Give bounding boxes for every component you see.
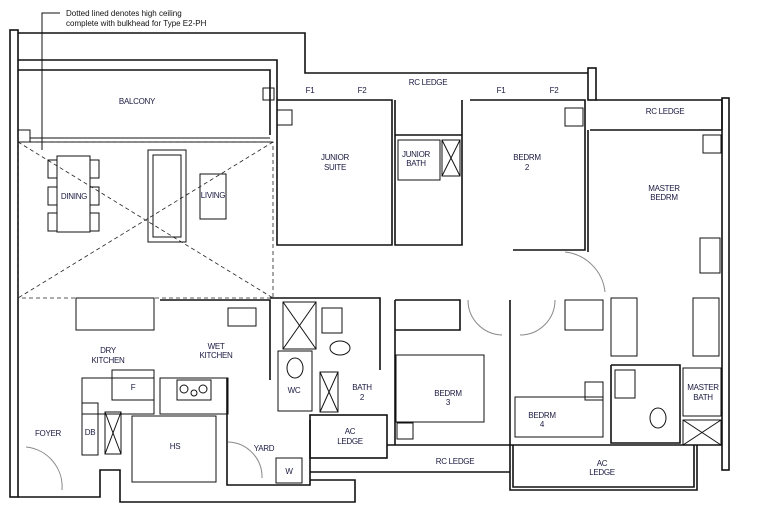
window-f1-a: F1: [306, 86, 316, 95]
balcony-label: BALCONY: [119, 97, 156, 106]
bedrm4-label-2: 4: [540, 420, 545, 429]
wet-kitchen-label-2: KITCHEN: [199, 351, 233, 360]
note-text-line2: complete with bulkhead for Type E2-PH: [66, 19, 207, 28]
master-bath-label-2: BATH: [693, 393, 713, 402]
note-text-line1: Dotted lined denotes high ceiling: [66, 9, 182, 18]
master-bedrm-label-1: MASTER: [648, 184, 680, 193]
dining-label: DINING: [61, 192, 87, 201]
foyer-label: FOYER: [35, 429, 62, 438]
yard-label: YARD: [254, 444, 275, 453]
bath2-label-2: 2: [360, 393, 365, 402]
bath2-label-1: BATH: [352, 383, 372, 392]
window-f1-b: F1: [497, 86, 507, 95]
washer-label: W: [285, 467, 293, 476]
dry-kitchen-label-1: DRY: [100, 346, 117, 355]
ac-ledge-right-label-2: LEDGE: [589, 468, 615, 477]
window-f2-b: F2: [550, 86, 560, 95]
wet-kitchen-label-1: WET: [208, 342, 225, 351]
junior-suite-label-1: JUNIOR: [321, 153, 350, 162]
hs-label: HS: [170, 442, 181, 451]
dry-kitchen-label-2: KITCHEN: [91, 356, 125, 365]
fridge-label: F: [131, 383, 136, 392]
db-label: DB: [85, 428, 96, 437]
window-f2-a: F2: [358, 86, 368, 95]
rc-ledge-bottom-label: RC LEDGE: [436, 457, 475, 466]
ac-ledge-left-label-1: AC: [345, 427, 356, 436]
wc-label: WC: [288, 386, 301, 395]
bedrm3-label-1: BEDRM: [434, 389, 462, 398]
bedrm4-label-1: BEDRM: [528, 411, 556, 420]
living-label: LIVING: [201, 191, 226, 200]
junior-bath-label-1: JUNIOR: [402, 150, 431, 159]
rc-ledge-top-label: RC LEDGE: [409, 78, 448, 87]
walls: [9, 29, 730, 503]
junior-bath-label-2: BATH: [406, 159, 426, 168]
rc-ledge-right-label: RC LEDGE: [646, 107, 685, 116]
bedrm2-label-2: 2: [525, 163, 530, 172]
ac-ledge-right-label-1: AC: [597, 459, 608, 468]
master-bath-label-1: MASTER: [687, 383, 719, 392]
ac-ledge-left-label-2: LEDGE: [337, 437, 363, 446]
master-bedrm-label-2: BEDRM: [650, 193, 678, 202]
bedrm3-label-2: 3: [446, 398, 451, 407]
bedrm2-label-1: BEDRM: [513, 153, 541, 162]
junior-suite-label-2: SUITE: [324, 163, 346, 172]
note-leader-line: [41, 12, 60, 150]
